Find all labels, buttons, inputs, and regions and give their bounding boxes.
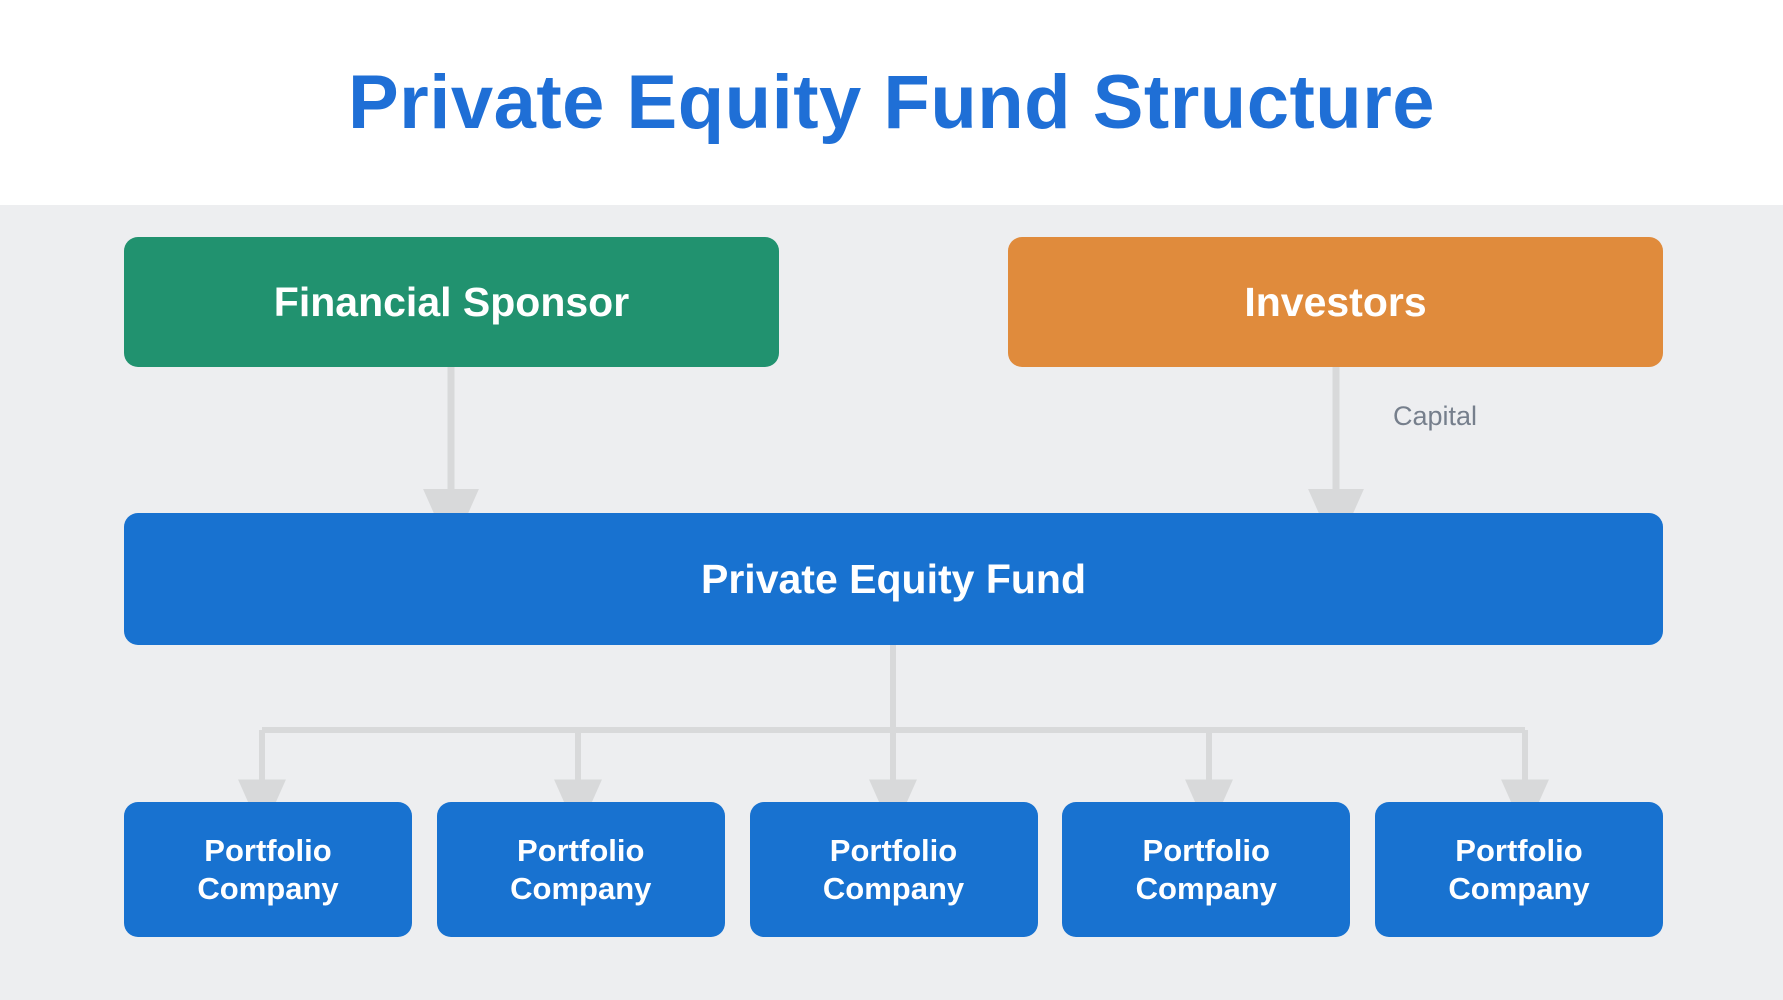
node-portfolio-company-4-line2: Company [1135,870,1277,906]
node-portfolio-company-1-line2: Company [197,870,339,906]
node-portfolio-company-3[interactable]: Portfolio Company [749,802,1038,937]
node-portfolio-company-4-line1: Portfolio [1142,832,1270,868]
node-portfolio-company-3-line2: Company [822,870,965,906]
node-portfolio-company-3-line1: Portfolio [829,832,958,868]
node-investors[interactable]: Investors [1008,237,1663,367]
portfolio-company-row: Portfolio Company Portfolio Company Port… [124,802,1663,937]
node-investors-label: Investors [1244,278,1427,325]
node-financial-sponsor[interactable]: Financial Sponsor [124,237,779,367]
node-portfolio-company-5-line2: Company [1448,870,1590,906]
node-private-equity-fund[interactable]: Private Equity Fund [124,513,1663,645]
node-portfolio-company-5[interactable]: Portfolio Company [1375,802,1663,937]
node-portfolio-company-5-line1: Portfolio [1455,832,1583,868]
diagram-canvas: Capital Financial Sponsor Investors Priv… [0,205,1783,1000]
node-portfolio-company-2-line2: Company [510,870,652,906]
node-portfolio-company-2[interactable]: Portfolio Company [436,802,725,937]
header-band: Private Equity Fund Structure [0,0,1783,205]
connector-layer [238,367,1549,834]
node-portfolio-company-1[interactable]: Portfolio Company [124,802,412,937]
node-private-equity-fund-label: Private Equity Fund [701,555,1086,602]
node-portfolio-company-1-line1: Portfolio [204,832,332,868]
node-portfolio-company-2-line1: Portfolio [517,832,645,868]
node-financial-sponsor-label: Financial Sponsor [273,278,630,325]
edge-label-capital: Capital [1393,401,1478,431]
node-portfolio-company-4[interactable]: Portfolio Company [1062,802,1351,937]
page-title: Private Equity Fund Structure [347,59,1436,145]
